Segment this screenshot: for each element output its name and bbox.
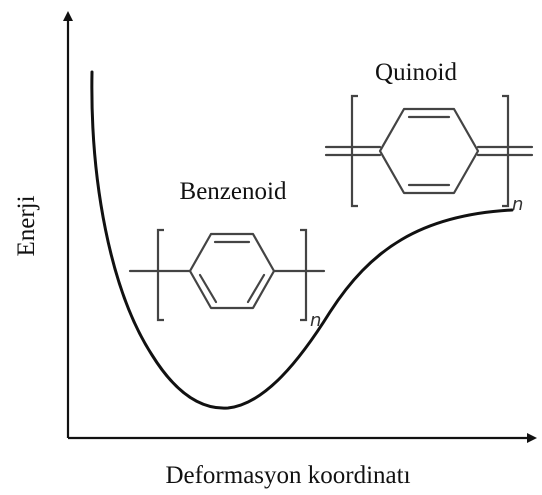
quinoid-subscript: n — [512, 194, 523, 215]
benzenoid-right-bracket — [300, 228, 308, 322]
benzenoid-structure: Benzenoid n — [128, 178, 326, 331]
quinoid-label: Quinoid — [375, 59, 457, 86]
benzenoid-ring — [188, 232, 276, 310]
benzenoid-inner-bond — [246, 273, 266, 304]
benzenoid-label: Benzenoid — [180, 178, 287, 205]
quinoid-right-bracket — [502, 94, 510, 208]
quinoid-structure: Quinoid n — [324, 59, 534, 215]
benzenoid-inner-bond — [198, 273, 218, 304]
quinoid-ring — [378, 107, 480, 195]
x-axis-label: Deformasyon koordinatı — [165, 462, 410, 489]
quinoid-left-bracket — [350, 94, 358, 208]
y-axis-label: Enerji — [13, 195, 40, 256]
energy-curve — [90, 70, 514, 410]
benzenoid-subscript: n — [310, 310, 321, 331]
benzenoid-left-bracket — [156, 228, 164, 322]
